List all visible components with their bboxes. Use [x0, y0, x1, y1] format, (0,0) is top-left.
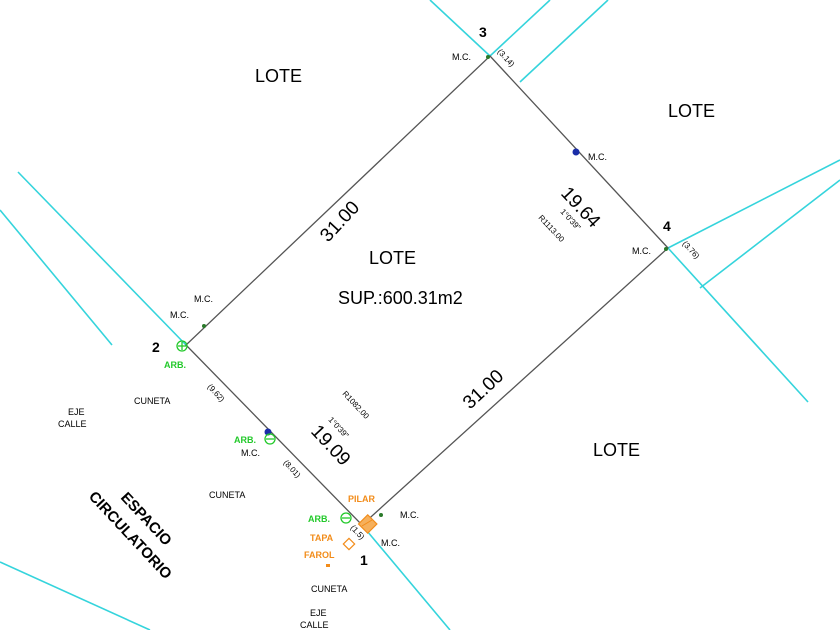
- mc-label-left: M.C.: [241, 448, 260, 458]
- arc-radius-left: R1082.00: [341, 389, 372, 421]
- tree-icon-1: [340, 512, 352, 524]
- mc-marker-blue-right: [572, 148, 580, 156]
- mc-label-1-lower: M.C.: [381, 538, 400, 548]
- mc-marker-small-4: [664, 247, 668, 251]
- cyan-line-right-lot-low: [699, 179, 840, 289]
- cyan-line-right-diagonal: [667, 247, 809, 403]
- arb-label-2: ARB.: [164, 360, 186, 370]
- pilar-hatch-icon: [361, 519, 373, 527]
- eje-label-2-line1: EJE: [310, 608, 327, 618]
- arb-label-1: ARB.: [308, 514, 330, 524]
- cyan-line-top-left: [429, 0, 491, 57]
- eje-label-2-line2: CALLE: [300, 620, 329, 630]
- offset-2a: (9.62): [206, 382, 227, 404]
- farol-label: FAROL: [304, 550, 335, 560]
- tree-icon-2: [176, 340, 188, 352]
- mc-label-1-upper: M.C.: [400, 510, 419, 520]
- mc-label-4: M.C.: [632, 246, 651, 256]
- vertex-3: 3: [479, 24, 487, 40]
- vertex-4: 4: [663, 218, 671, 234]
- cyan-line-right-lot: [667, 159, 840, 249]
- arb-label-left: ARB.: [234, 435, 256, 445]
- cyan-line-front-extension: [361, 524, 451, 630]
- mc-marker-small-2: [202, 324, 206, 328]
- pilar-icon: [357, 513, 378, 535]
- tapa-label: TAPA: [310, 533, 334, 543]
- offset-4: (3.76): [681, 239, 702, 261]
- mc-marker-small-1: [379, 513, 383, 517]
- vertex-1: 1: [360, 552, 368, 568]
- lot-label-north-west: LOTE: [255, 66, 302, 86]
- tree-icon-left: [264, 433, 276, 445]
- area-label: SUP.:600.31m2: [338, 288, 463, 308]
- mc-marker-small-3: [486, 55, 490, 59]
- dimension-top-left: 31.00: [316, 197, 364, 246]
- cyan-line-top-right: [489, 0, 551, 57]
- cyan-line-right-top: [519, 0, 609, 83]
- tapa-icon: [342, 537, 356, 551]
- lot-label-south-east: LOTE: [593, 440, 640, 460]
- eje-label-1-line1: EJE: [68, 407, 85, 417]
- lot-label-center: LOTE: [369, 248, 416, 268]
- cyan-line-street-bottom: [0, 561, 151, 630]
- farol-icon: [326, 564, 330, 567]
- cuneta-label-2: CUNETA: [209, 490, 245, 500]
- lot-label-north-east: LOTE: [668, 101, 715, 121]
- mc-label-2-lower: M.C.: [170, 310, 189, 320]
- dimension-bottom-right: 31.00: [459, 366, 508, 414]
- cyan-line-left-upper: [17, 171, 187, 346]
- mc-label-blue-right: M.C.: [588, 152, 607, 162]
- cuneta-label-3: CUNETA: [311, 584, 347, 594]
- dimension-left: 19.09: [306, 421, 354, 470]
- arc-radius-right: R1113.00: [537, 213, 567, 244]
- mc-label-3: M.C.: [452, 52, 471, 62]
- eje-label-1-line2: CALLE: [58, 419, 87, 429]
- cuneta-label-1: CUNETA: [134, 396, 170, 406]
- pilar-label: PILAR: [348, 494, 376, 504]
- mc-label-2-upper: M.C.: [194, 294, 213, 304]
- cyan-line-left-lower: [0, 209, 113, 346]
- vertex-2: 2: [152, 339, 160, 355]
